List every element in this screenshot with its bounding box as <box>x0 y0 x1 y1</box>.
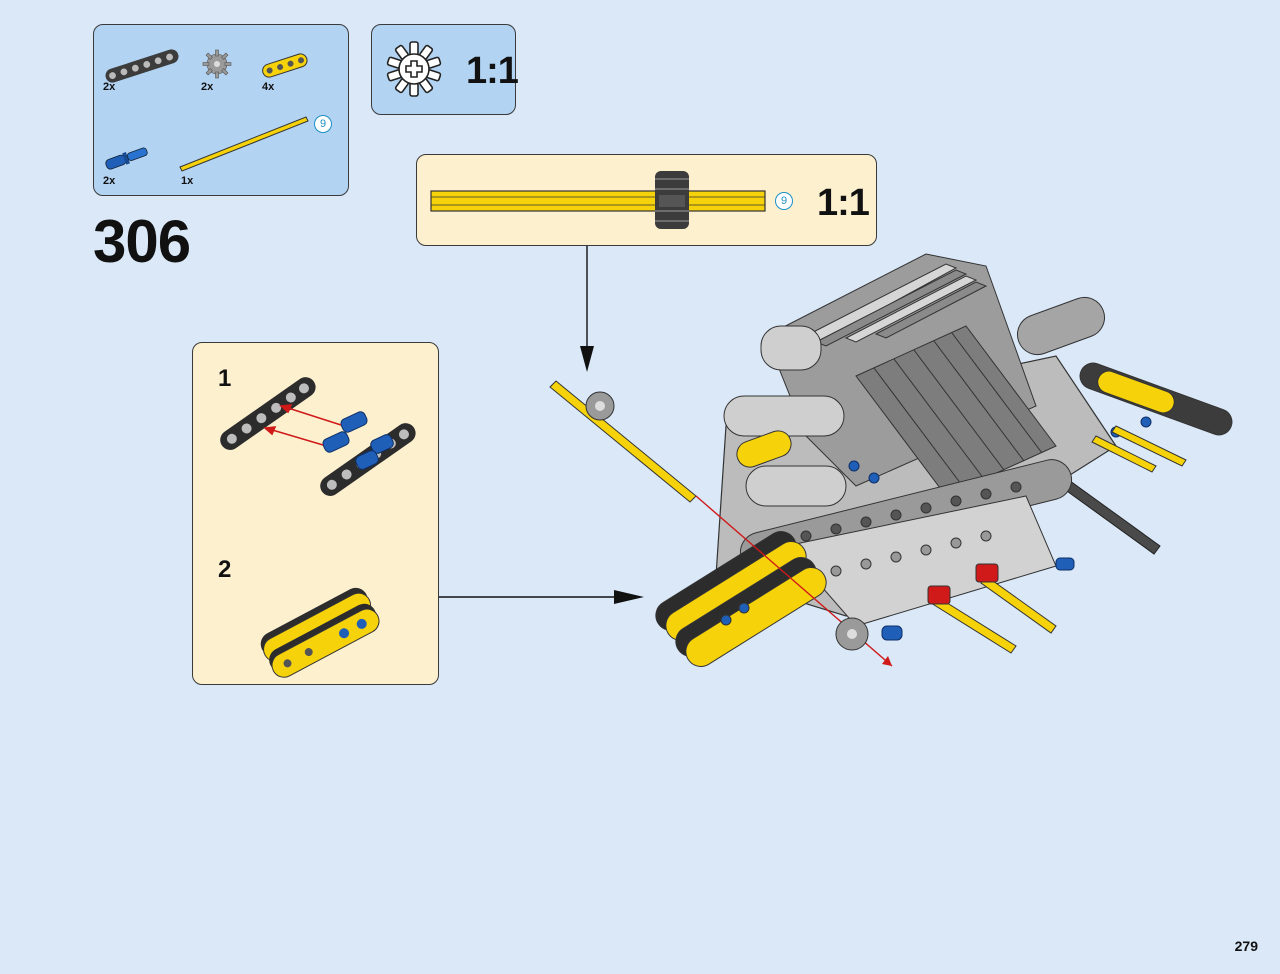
bushing-icon <box>655 171 689 229</box>
subassembly-panel: 1 2 <box>192 342 439 685</box>
page-number: 279 <box>1234 938 1258 954</box>
parts-list-panel: 2x 2x 4x 2x 9 1x <box>93 24 349 196</box>
substep-2-illustration <box>260 587 380 678</box>
gear-icon <box>835 617 869 651</box>
step-number: 306 <box>93 208 191 275</box>
length-badge: 9 <box>775 192 793 210</box>
scale-label: 1:1 <box>466 50 519 92</box>
substep-1-illustration <box>220 377 416 496</box>
substep-number: 1 <box>218 365 232 392</box>
substep-number: 2 <box>218 556 232 583</box>
gear-icon <box>585 391 615 421</box>
black-beam-icon <box>220 377 316 450</box>
length-badge: 9 <box>314 115 332 133</box>
parts-qty: 1x <box>181 175 194 187</box>
main-assembly-illustration <box>549 253 1233 667</box>
scale-callout-gear: 1:1 <box>371 24 519 115</box>
yellow-axle-icon <box>430 171 766 229</box>
insert-arrow-icon <box>263 404 342 446</box>
black-beam-icon <box>105 49 179 83</box>
gear-icon <box>202 49 232 79</box>
yellow-beam-icon <box>262 53 308 78</box>
gear-icon <box>386 41 442 97</box>
blue-pin-icon <box>105 147 148 170</box>
parts-qty: 2x <box>103 175 116 187</box>
scale-callout-axle: 9 1:1 <box>416 154 877 246</box>
blue-pin-icon <box>322 411 394 470</box>
parts-qty: 2x <box>201 81 214 93</box>
parts-qty: 2x <box>103 81 116 93</box>
scale-label: 1:1 <box>817 182 870 224</box>
yellow-axle-icon <box>179 116 309 172</box>
parts-qty: 4x <box>262 81 275 93</box>
